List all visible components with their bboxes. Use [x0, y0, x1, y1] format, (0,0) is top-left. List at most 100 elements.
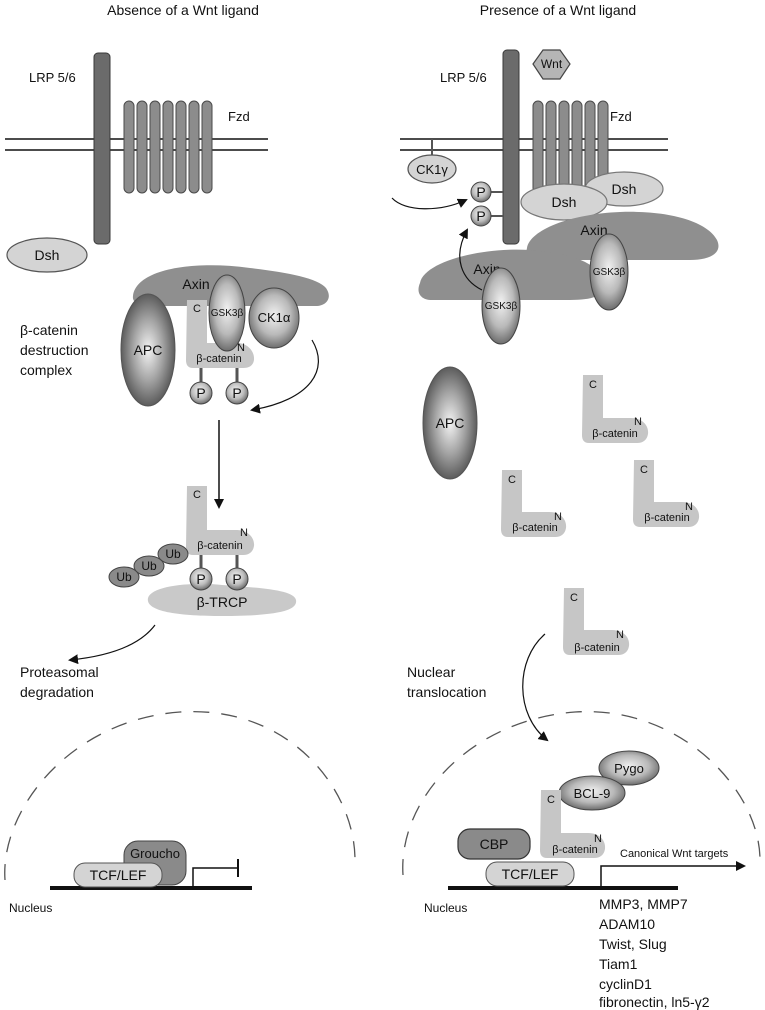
- left-complex-bcat-label: β-catenin: [196, 353, 241, 365]
- right-free2-n-label: N: [554, 511, 562, 523]
- right-gsk3b-front-label: GSK3β: [485, 301, 518, 312]
- left-complex-beta-catenin: [186, 300, 255, 368]
- left-gsk3b: [208, 274, 246, 352]
- left-axin-label: Axin: [182, 276, 209, 292]
- right-free-beta-catenin-2: [501, 470, 567, 537]
- left-ub1-label: Ub: [116, 570, 132, 584]
- left-trcp-beta-catenin: [186, 486, 255, 555]
- right-free3-n-label: N: [685, 501, 693, 513]
- left-nucleus-envelope: [4, 711, 356, 881]
- left-nucleus-label: Nucleus: [9, 901, 52, 915]
- right-free3-c-label: C: [640, 464, 648, 476]
- right-tcf-lef: [485, 861, 575, 887]
- left-panel-title: Absence of a Wnt ligand: [107, 2, 259, 18]
- left-complex-phosphates: [189, 368, 249, 405]
- left-complex-p1-label: P: [196, 385, 205, 401]
- right-free1-bcat-label: β-catenin: [592, 428, 637, 440]
- left-lrp-receptor: [93, 52, 111, 245]
- right-apc-label: APC: [436, 415, 465, 431]
- right-dsh-front-label: Dsh: [552, 194, 577, 210]
- destruction-complex-line2: destruction: [20, 342, 88, 358]
- right-panel-title: Presence of a Wnt ligand: [480, 2, 636, 18]
- left-ub2-label: Ub: [141, 559, 157, 573]
- left-lrp-label: LRP 5/6: [29, 70, 76, 85]
- right-free4-c-label: C: [570, 592, 578, 604]
- right-free3-bcat-label: β-catenin: [644, 512, 689, 524]
- destruction-complex-line1: β-catenin: [20, 322, 78, 338]
- right-nucleus-label: Nucleus: [424, 901, 467, 915]
- right-free-beta-catenin-4: [563, 588, 630, 655]
- right-ck1g-arrow: [391, 197, 468, 210]
- left-complex-p2-label: P: [232, 385, 241, 401]
- left-tcf-lef: [73, 862, 163, 888]
- right-pygo: [598, 750, 660, 786]
- right-target-genes-list: MMP3, MMP7 ADAM10 Twist, Slug Tiam1 cycl…: [599, 896, 710, 1010]
- right-transcription-arrow: [600, 861, 746, 887]
- left-fzd-label: Fzd: [228, 109, 250, 124]
- right-dsh-front: [520, 183, 608, 221]
- right-free1-n-label: N: [634, 416, 642, 428]
- right-apc: [422, 366, 478, 480]
- right-free2-c-label: C: [508, 474, 516, 486]
- left-trcp-p2-label: P: [232, 571, 241, 587]
- left-trcp-phosphates: [189, 555, 249, 591]
- right-nucleus-envelope: [402, 711, 761, 876]
- target-gene-1: MMP3, MMP7: [599, 896, 688, 912]
- target-gene-5: cyclinD1: [599, 976, 652, 992]
- left-dsh-label: Dsh: [35, 247, 60, 263]
- right-free4-bcat-label: β-catenin: [574, 642, 619, 654]
- left-complex-n-label: N: [237, 342, 245, 354]
- right-wnt-label: Wnt: [541, 57, 563, 71]
- right-gsk-phosphorylation-arrow: [458, 228, 483, 291]
- left-dsh: [6, 237, 88, 273]
- left-apc: [120, 293, 176, 407]
- right-targets-label: Canonical Wnt targets: [620, 848, 729, 860]
- left-phosphorylation-arrow: [250, 339, 319, 414]
- right-translocation-arrow: [522, 633, 549, 742]
- left-apc-label: APC: [134, 342, 163, 358]
- right-lrp-p1-label: P: [476, 184, 485, 200]
- right-ck1g: [407, 154, 457, 184]
- target-gene-6: fibronectin, ln5-γ2: [599, 994, 710, 1010]
- right-nuclear-n-label: N: [594, 833, 602, 845]
- left-tcf-label: TCF/LEF: [90, 867, 147, 883]
- left-complex-c-label: C: [193, 303, 201, 315]
- right-lrp-phosphates: [470, 181, 503, 227]
- target-gene-2: ADAM10: [599, 916, 655, 932]
- translocation-line1: Nuclear: [407, 664, 456, 680]
- left-blocked-transcription: [192, 867, 238, 887]
- right-free1-c-label: C: [589, 379, 597, 391]
- right-gsk3b-back: [589, 233, 629, 311]
- right-free4-n-label: N: [616, 629, 624, 641]
- right-lrp-label: LRP 5/6: [440, 70, 487, 85]
- target-gene-3: Twist, Slug: [599, 936, 667, 952]
- left-groucho-label: Groucho: [130, 846, 180, 861]
- right-free2-bcat-label: β-catenin: [512, 522, 557, 534]
- left-gsk3b-label: GSK3β: [211, 308, 244, 319]
- left-trcp-bcat-label: β-catenin: [197, 540, 242, 552]
- right-axin-back-label: Axin: [580, 222, 607, 238]
- target-gene-4: Tiam1: [599, 956, 638, 972]
- left-btrcp-label: β-TRCP: [197, 594, 248, 610]
- right-fzd-label: Fzd: [610, 109, 632, 124]
- left-ck1a-label: CK1α: [258, 310, 291, 325]
- left-ubiquitin-chain: [108, 543, 189, 588]
- translocation-line2: translocation: [407, 684, 486, 700]
- left-ub3-label: Ub: [165, 547, 181, 561]
- right-gsk3b-back-label: GSK3β: [593, 267, 626, 278]
- right-cbp: [457, 828, 531, 860]
- right-nuclear-c-label: C: [547, 794, 555, 806]
- left-btrcp: [147, 583, 297, 616]
- right-nuclear-beta-catenin: [540, 790, 606, 858]
- right-dsh-back-label: Dsh: [612, 181, 637, 197]
- right-cbp-label: CBP: [480, 836, 509, 852]
- right-fzd-receptor: [532, 100, 609, 194]
- right-free-beta-catenin-3: [633, 460, 700, 527]
- left-trcp-n-label: N: [240, 527, 248, 539]
- right-gsk3b-front: [481, 267, 521, 345]
- left-ck1a: [248, 287, 300, 349]
- proteasomal-line1: Proteasomal: [20, 664, 99, 680]
- right-lrp-receptor: [502, 49, 520, 245]
- right-free-beta-catenin-1: [582, 375, 649, 443]
